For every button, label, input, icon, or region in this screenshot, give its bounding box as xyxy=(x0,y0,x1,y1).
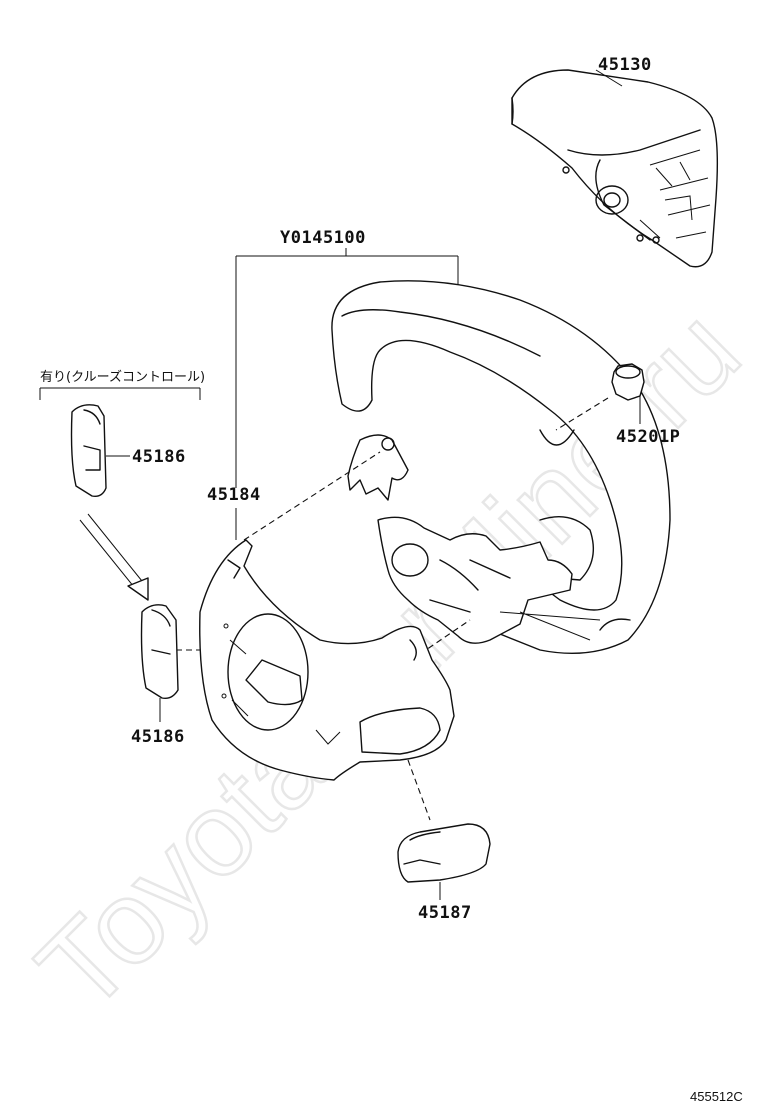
connector-nut xyxy=(555,397,609,431)
arrow-icon xyxy=(79,513,149,601)
part-label-45186-lower: 45186 xyxy=(131,727,185,747)
steering-pad-part xyxy=(511,69,719,268)
connector-cover-hub xyxy=(419,619,471,655)
part-label-45184: 45184 xyxy=(207,485,261,505)
connector-cover-wheel xyxy=(243,451,381,541)
connector-lower-cover xyxy=(407,759,431,821)
switch-part-lower xyxy=(140,604,179,700)
nut-part xyxy=(611,363,645,401)
part-label-45201P: 45201P xyxy=(616,427,680,447)
assembly-bracket xyxy=(235,248,459,540)
cruise-control-note: 有り(クルーズコントロール) xyxy=(40,369,205,385)
switch-part-upper xyxy=(70,404,107,498)
steering-cover-part xyxy=(199,539,455,781)
part-label-45187: 45187 xyxy=(418,903,472,923)
figure-code: 455512C xyxy=(690,1089,743,1104)
steering-wheel-part xyxy=(331,280,671,654)
leader-45130 xyxy=(595,69,623,87)
part-label-45186-upper: 45186 xyxy=(132,447,186,467)
note-bracket xyxy=(39,387,201,400)
lower-cover-part xyxy=(397,823,491,883)
part-label-Y0145100: Y0145100 xyxy=(280,228,366,248)
part-label-45130: 45130 xyxy=(598,55,652,75)
